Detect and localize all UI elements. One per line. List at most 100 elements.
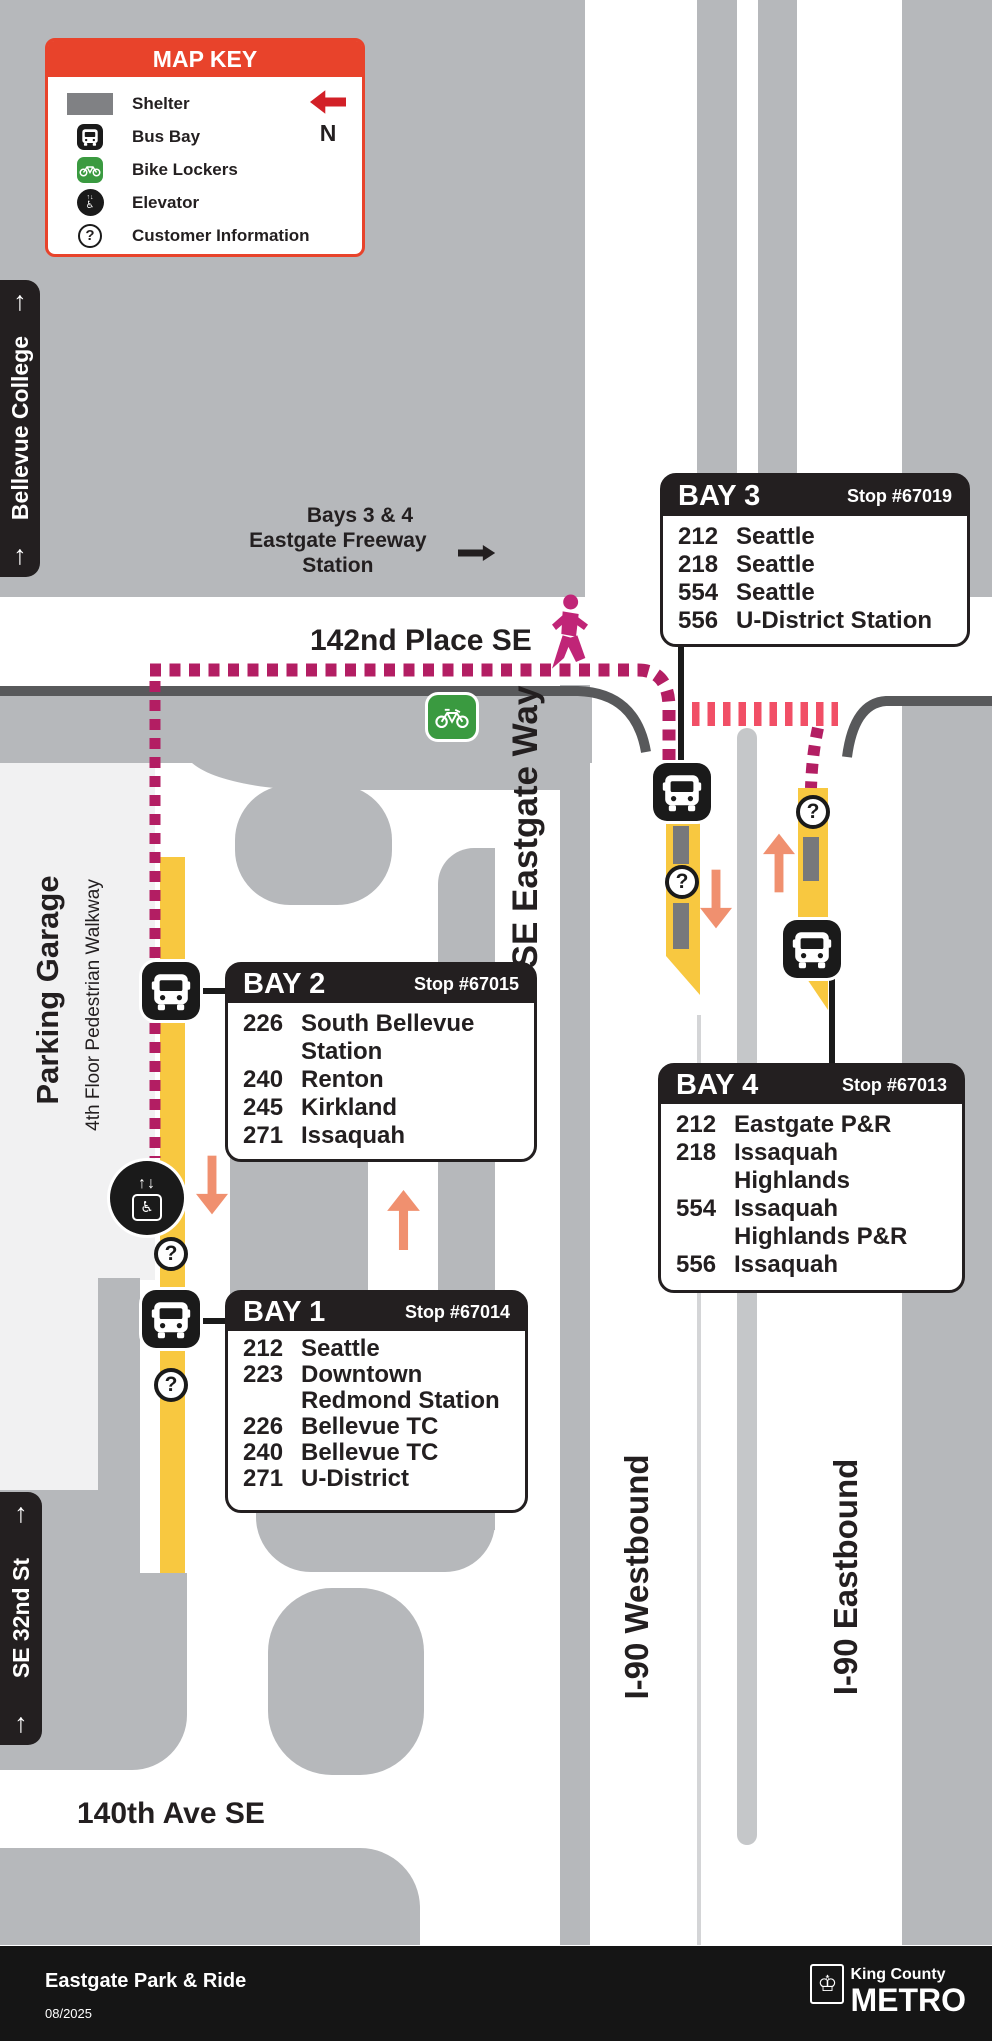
customer-information-icon: ? (78, 223, 102, 248)
bus-bay-icon-bay2 (142, 962, 200, 1020)
bays34-pointer-label: Bays 3 & 4 Eastgate Freeway Station (225, 503, 495, 578)
tab-se-32nd-st: ↑ SE 32nd St ↑ (0, 1492, 42, 1745)
footer-bar: Eastgate Park & Ride 08/2025 ♔ King Coun… (0, 1946, 992, 2041)
loop-north-block (185, 690, 560, 790)
up-arrow-icon: ↑ (14, 1498, 28, 1528)
bays34-line2: Eastgate Freeway Station (249, 529, 427, 577)
shelter-rect (673, 826, 689, 864)
north-label: N (319, 120, 337, 146)
key-row-bike-lockers: Bike Lockers (48, 153, 362, 186)
customer-information-icon: ? (154, 1368, 188, 1402)
elevator-icon: ↑↓♿ (76, 189, 104, 216)
map-key-title: MAP KEY (48, 41, 362, 77)
right-arrow-icon (457, 545, 495, 561)
road-edge-west (0, 686, 651, 753)
block-south-of-140th (0, 1848, 420, 1945)
map-date: 08/2025 (45, 2006, 92, 2021)
bus-bay-icon-bay4 (783, 920, 841, 978)
i90-center-lane-top (737, 0, 758, 597)
street-label-142nd: 142nd Place SE (310, 624, 532, 657)
north-arrow-icon (310, 90, 346, 114)
bay1-stop-number: Stop #67014 (404, 1301, 510, 1322)
bay4-title: BAY 4 (676, 1068, 759, 1101)
elevator-icon: ↑↓ ♿ (110, 1161, 184, 1235)
king-county-metro-logo: ♔ King County METRO (810, 1958, 966, 2017)
northbound-arrow-icon (763, 833, 795, 893)
bay4-stop-number: Stop #67013 (841, 1074, 947, 1095)
pedestrian-icon (552, 594, 588, 669)
map-title: Eastgate Park & Ride (45, 1970, 247, 1992)
garage-lane-arrow-icon (196, 1155, 228, 1215)
elevator-arrows: ↑↓ (138, 1174, 156, 1192)
bay2-title: BAY 2 (243, 967, 326, 1000)
bike-lockers-icon (77, 156, 103, 183)
parking-garage-area-lower (0, 1280, 98, 1490)
shelter-rect (673, 903, 689, 949)
eastgate-way-divider (560, 685, 590, 1945)
key-row-shelter: Shelter (48, 87, 362, 120)
elevator-wheelchair: ♿ (132, 1193, 162, 1221)
shelter-rect (803, 837, 819, 881)
customer-information-icon: ? (154, 1237, 188, 1271)
street-label-i90-westbound: I-90 Westbound (618, 1454, 655, 1700)
street-label-i90-eastbound: I-90 Eastbound (827, 1458, 864, 1696)
key-row-elevator: ↑↓♿ Elevator (48, 186, 362, 219)
key-label: Customer Information (132, 225, 310, 245)
brand-name: METRO (850, 1981, 966, 2018)
southbound-arrow-icon (700, 869, 732, 929)
key-label: Elevator (132, 192, 200, 212)
bay3-title: BAY 3 (678, 479, 761, 512)
shelter-swatch (67, 92, 113, 115)
pedestrian-walkway-label: 4th Floor Pedestrian Walkway (83, 879, 104, 1131)
bay2-stop-number: Stop #67015 (413, 973, 519, 994)
bike-lockers-icon (428, 695, 476, 739)
street-label-eastgate-way: SE Eastgate Way (506, 685, 545, 969)
street-label-140th: 140th Ave SE (77, 1797, 265, 1830)
key-label: Shelter (132, 93, 190, 113)
bay1-title: BAY 1 (243, 1295, 326, 1328)
tab-bellevue-college: ↑ Bellevue College ↑ (0, 280, 40, 577)
map-key: MAP KEY Shelter Bus Bay Bike Lockers ↑↓♿… (45, 38, 365, 257)
key-row-bus-bay: Bus Bay (48, 120, 362, 153)
east-margin-block (902, 703, 992, 1945)
south-landscape-blob (268, 1588, 424, 1775)
i90-lane-divider-line (697, 1015, 701, 1945)
key-label: Bus Bay (132, 126, 201, 146)
walkway-dotted-east (805, 726, 824, 789)
bus-bay-icon-bay3 (653, 763, 711, 821)
up-arrow-icon: ↑ (13, 539, 27, 570)
key-label: Bike Lockers (132, 159, 238, 179)
agency-name: King County (850, 1966, 946, 1983)
king-county-crown-icon: ♔ (810, 1964, 845, 2004)
loop-lane-arrow-icon (387, 1190, 420, 1250)
walkway-dotted-path (150, 663, 676, 760)
parking-garage-label: Parking Garage (30, 875, 65, 1105)
bus-bay-icon-bay1 (142, 1290, 200, 1348)
north-indicator: N (310, 89, 346, 145)
road-edge-east (842, 696, 992, 758)
customer-information-icon: ? (796, 795, 830, 829)
bus-bay-icon (77, 123, 103, 150)
tab-bellevue-college-label: Bellevue College (6, 336, 33, 521)
